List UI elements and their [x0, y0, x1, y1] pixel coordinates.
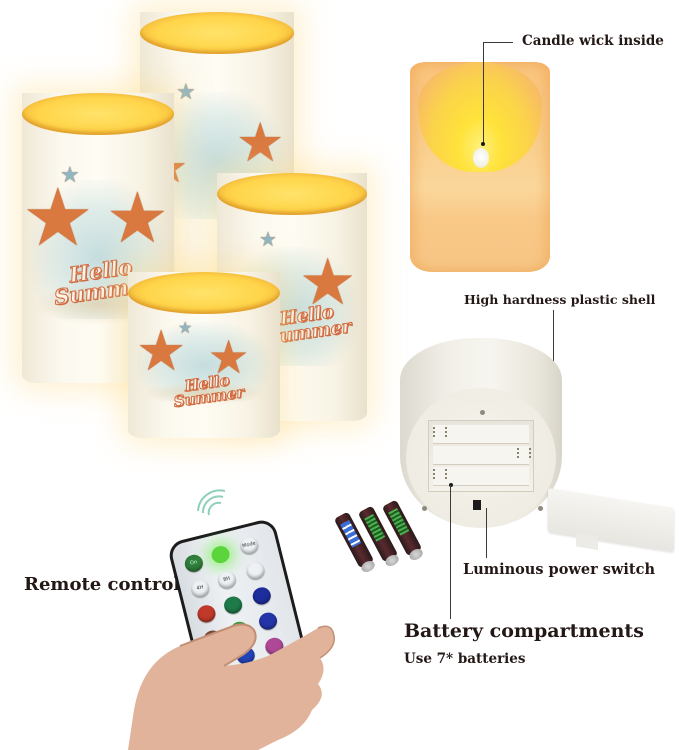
candle-flame-top: [22, 93, 174, 135]
callout-wick: Candle wick inside: [522, 33, 664, 49]
battery-label: [388, 507, 410, 536]
screw-icon: [538, 506, 543, 511]
starfish-icon: ★: [60, 163, 80, 188]
shell-leader-vertical: [553, 310, 554, 386]
battery-cover-lid: [548, 488, 674, 552]
callout-battery-note: Use 7* batteries: [404, 651, 526, 667]
callout-switch: Luminous power switch: [463, 561, 655, 578]
remote-on-button[interactable]: On: [183, 552, 205, 574]
callout-battery-title: Battery compartments: [404, 620, 644, 642]
remote-8h-button[interactable]: 8H: [216, 569, 238, 591]
battery-leader-dot: [449, 483, 453, 487]
starfish-icon: ★: [136, 319, 187, 384]
candle-flame-top: [140, 12, 294, 54]
power-switch[interactable]: [473, 500, 481, 510]
wick-leader-horizontal: [483, 42, 513, 43]
spring-contact: [517, 448, 531, 458]
battery-cap: [383, 552, 401, 569]
battery-label: [364, 513, 386, 542]
screw-icon: [422, 506, 427, 511]
hand-holding-remote: [128, 623, 335, 750]
wick-leader-vertical: [483, 42, 484, 144]
battery-slot: [433, 425, 529, 444]
led-wick: [473, 148, 489, 168]
sand-wash: [140, 381, 268, 405]
battery-compartment: [428, 420, 534, 492]
candle-small-front: ★ ★ ★ Hello Summer: [128, 272, 280, 438]
starfish-icon: ★: [178, 318, 193, 337]
screw-icon: [480, 410, 485, 415]
wick-leader-dot: [481, 142, 485, 146]
battery-leader: [450, 485, 451, 619]
battery-candle-shell: [400, 338, 562, 528]
candle-flame-top: [217, 173, 367, 215]
plain-amber-candle: [410, 62, 550, 272]
spring-contact: [433, 427, 447, 437]
callout-remote: Remote control: [24, 574, 181, 595]
starfish-icon: ★: [299, 246, 357, 320]
starfish-icon: ★: [208, 330, 250, 384]
starfish-icon: ★: [259, 227, 277, 251]
battery-slot: [433, 446, 529, 465]
remote-light-button[interactable]: [209, 544, 232, 566]
remote-fullcolor-button[interactable]: [244, 560, 267, 582]
callout-shell: High hardness plastic shell: [464, 292, 656, 307]
starfish-icon: ★: [236, 111, 285, 174]
remote-mode-button[interactable]: Mode: [238, 535, 260, 556]
battery-cap: [407, 546, 425, 563]
starfish-icon: ★: [22, 171, 94, 264]
candle-large-left: ★ ★ ★ Hello Summer: [22, 93, 174, 383]
switch-leader: [486, 508, 487, 558]
spring-contact: [433, 469, 447, 479]
signal-waves-icon: [197, 489, 226, 516]
lid-tab: [576, 532, 598, 550]
candle-flame-top: [128, 272, 280, 314]
starfish-icon: ★: [176, 80, 196, 105]
battery-slot: [433, 467, 529, 486]
remote-4h-button[interactable]: 4H: [189, 578, 211, 599]
battery-cap: [359, 558, 377, 575]
starfish-icon: ★: [106, 177, 169, 259]
battery-label: [340, 519, 362, 548]
